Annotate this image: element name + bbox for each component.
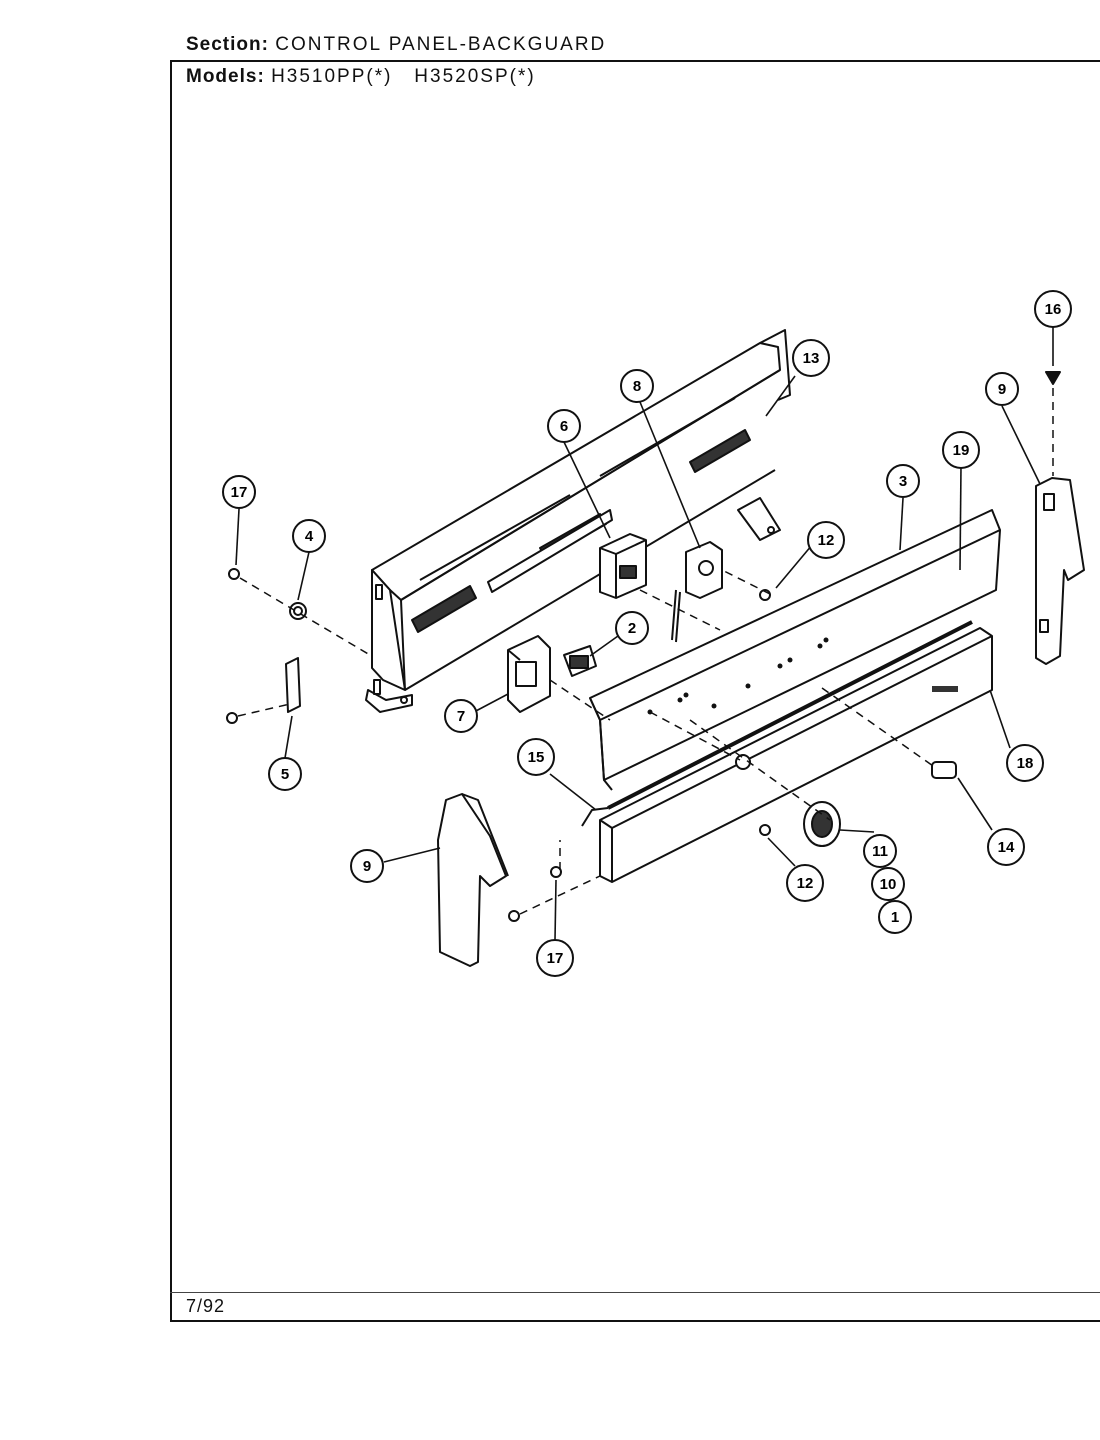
footer-divider	[170, 1292, 1100, 1293]
leader-lines	[235, 326, 1054, 941]
svg-text:3: 3	[899, 473, 907, 490]
svg-text:17: 17	[547, 950, 564, 967]
svg-text:2: 2	[628, 620, 636, 637]
svg-text:9: 9	[998, 381, 1006, 398]
relay-part	[507, 635, 551, 713]
section-label: Section:	[186, 34, 269, 55]
callout-15: 15	[517, 738, 555, 776]
models-header: Models: H3510PP(*) H3520SP(*)	[186, 66, 536, 88]
callout-4: 4	[292, 519, 326, 553]
callout-3: 3	[886, 464, 920, 498]
backguard-frame-part	[365, 329, 791, 713]
svg-text:1: 1	[891, 909, 899, 926]
light-socket-part	[289, 602, 307, 620]
callout-18: 18	[1006, 744, 1044, 782]
assembly-lines	[237, 388, 1054, 915]
callout-7: 7	[444, 699, 478, 733]
svg-text:15: 15	[528, 749, 545, 766]
callout-11: 11	[863, 834, 897, 868]
callout-6: 6	[547, 409, 581, 443]
callout-19: 19	[942, 431, 980, 469]
svg-text:10: 10	[880, 876, 897, 893]
svg-text:11: 11	[872, 843, 888, 860]
callout-5: 5	[268, 757, 302, 791]
callout-17-top-left: 17	[222, 475, 256, 509]
svg-text:9: 9	[363, 858, 371, 875]
frame-left-border	[170, 60, 172, 1322]
callout-2: 2	[615, 611, 649, 645]
svg-text:8: 8	[633, 378, 641, 395]
svg-text:7: 7	[457, 708, 465, 725]
callout-9-left: 9	[350, 849, 384, 883]
svg-text:17: 17	[231, 484, 248, 501]
small-end-cap-part	[285, 657, 301, 713]
svg-text:12: 12	[797, 875, 814, 892]
callout-17-bottom: 17	[536, 939, 574, 977]
front-trim-panel-part	[581, 620, 993, 883]
callout-8: 8	[620, 369, 654, 403]
svg-text:6: 6	[560, 418, 568, 435]
callouts: 17 4 5 7 6 8 2 13 12 3 19 9 16 9 15 12 1…	[222, 290, 1072, 977]
callout-12-right: 12	[807, 521, 845, 559]
frame-top-border	[170, 60, 1100, 62]
svg-text:18: 18	[1017, 755, 1034, 772]
switch-part	[563, 645, 597, 677]
callout-9-right: 9	[985, 372, 1019, 406]
section-title: CONTROL PANEL-BACKGUARD	[275, 34, 607, 55]
svg-text:4: 4	[305, 528, 314, 545]
callout-14: 14	[987, 828, 1025, 866]
callout-16: 16	[1034, 290, 1072, 328]
svg-text:5: 5	[281, 766, 289, 783]
models-list: H3510PP(*) H3520SP(*)	[271, 66, 536, 87]
frame-bottom-border	[170, 1320, 1100, 1322]
switch-block-part	[599, 533, 647, 599]
callout-10: 10	[871, 867, 905, 901]
end-cap-right-part	[1035, 477, 1085, 665]
knob-part	[803, 801, 841, 847]
revision-date: 7/92	[186, 1296, 226, 1316]
control-panel-part	[589, 509, 1001, 791]
svg-text:12: 12	[818, 532, 835, 549]
svg-text:16: 16	[1045, 301, 1062, 318]
callout-13: 13	[792, 339, 830, 377]
end-cap-left-part	[437, 793, 509, 967]
bracket-part	[671, 541, 723, 643]
callout-12-bottom: 12	[786, 864, 824, 902]
models-label: Models:	[186, 66, 265, 87]
callout-1: 1	[878, 900, 912, 934]
svg-text:13: 13	[803, 350, 820, 367]
indicator-lens-part	[931, 761, 957, 779]
svg-text:14: 14	[998, 839, 1015, 856]
svg-text:19: 19	[953, 442, 970, 459]
section-header: Section: CONTROL PANEL-BACKGUARD	[186, 34, 606, 56]
